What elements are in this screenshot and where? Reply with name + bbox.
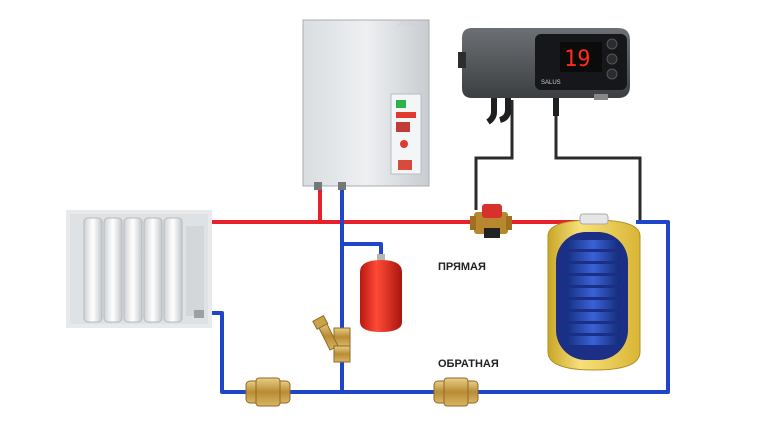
check-valve-left-icon [245, 377, 291, 407]
y-strainer-icon [312, 314, 351, 363]
indirect-water-heater-icon [547, 213, 641, 371]
controller-display: 19 [564, 47, 591, 72]
controller-brand: SALUS [541, 80, 561, 86]
radiator-icon [66, 210, 212, 328]
control-cables [474, 100, 642, 222]
supply-label: ПРЯМАЯ [438, 261, 486, 273]
heat-exchanger-coil [566, 240, 620, 345]
svg-text:ZOTA: ZOTA [398, 22, 414, 28]
expansion-tank-icon [360, 254, 402, 332]
thermostat-controller-icon: 19 SALUS [458, 28, 630, 125]
circulation-pump-icon [470, 204, 512, 238]
electric-boiler-icon: ZOTA [302, 19, 430, 190]
return-label: ОБРАТНАЯ [438, 358, 499, 370]
check-valve-right-icon [433, 377, 479, 407]
supply-pipes [205, 182, 578, 224]
